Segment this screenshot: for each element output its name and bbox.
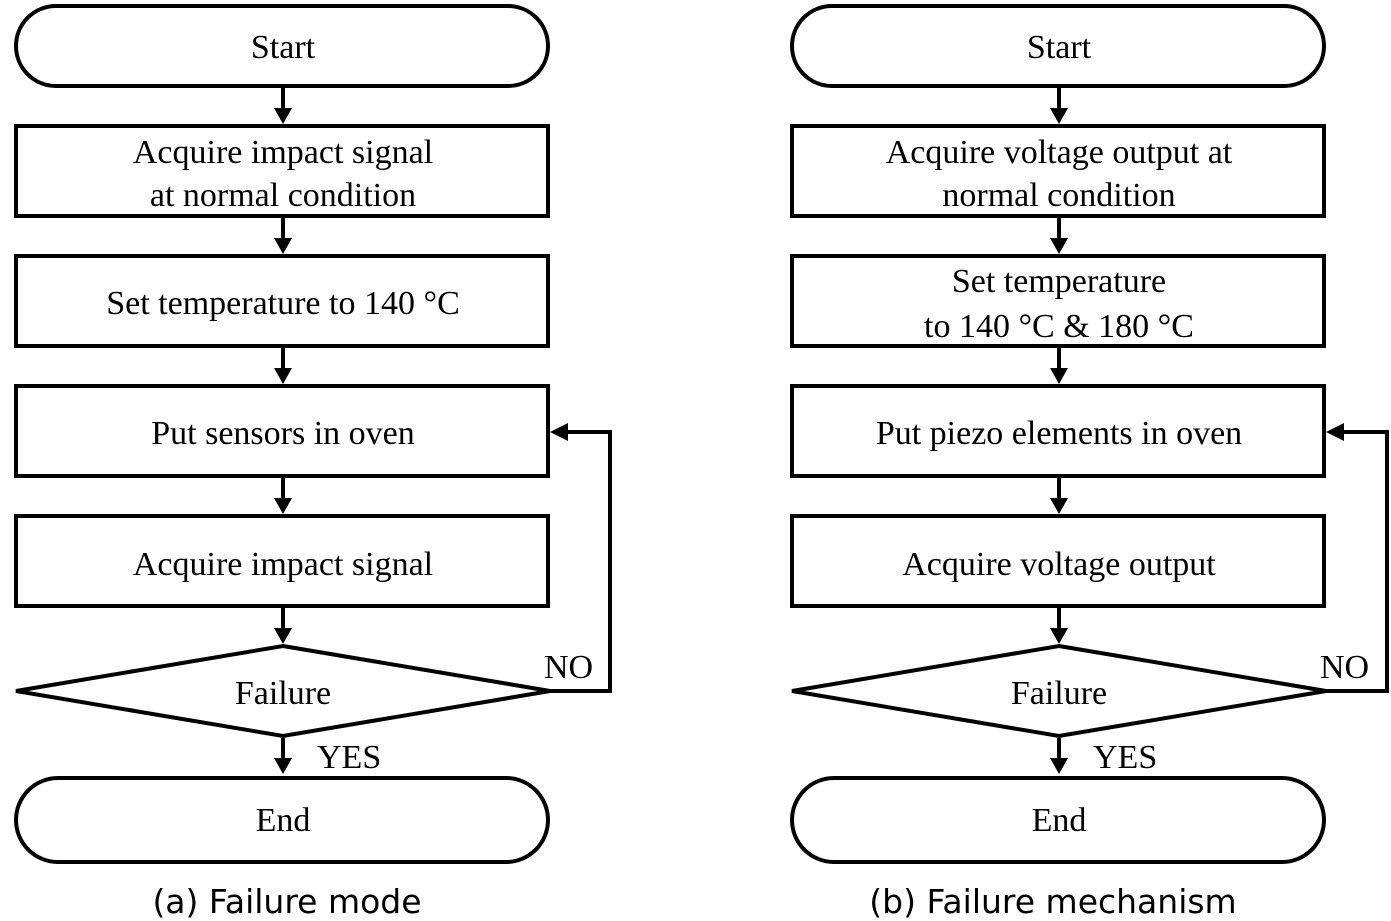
start-terminator — [790, 4, 1326, 88]
process-acquire-signal — [14, 514, 550, 608]
decision-failure — [791, 643, 1327, 739]
process-put-in-oven-label: Put piezo elements in oven — [876, 415, 1242, 452]
process-set-temperature-label: Set temperature to 140 °C — [106, 285, 460, 322]
panel-caption: (a) Failure mode — [152, 882, 421, 921]
yes-branch-label: YES — [1093, 739, 1157, 776]
process-set-temperature-line2: to 140 °C & 180 °C — [924, 308, 1194, 345]
end-terminator — [14, 776, 550, 864]
process-acquire-baseline — [790, 124, 1326, 218]
process-acquire-baseline-line2: normal condition — [942, 177, 1175, 214]
panel-caption: (b) Failure mechanism — [869, 882, 1236, 921]
process-set-temperature — [790, 254, 1326, 348]
process-acquire-baseline-line1: Acquire voltage output at — [886, 134, 1233, 171]
start-label: Start — [1027, 29, 1092, 66]
start-terminator — [14, 4, 550, 88]
process-set-temperature — [14, 254, 550, 348]
process-acquire-output-label: Acquire voltage output — [902, 546, 1216, 583]
connectors — [274, 88, 612, 774]
decision-failure — [15, 643, 551, 739]
decision-failure-label: Failure — [1011, 675, 1107, 712]
process-put-in-oven — [14, 384, 550, 478]
flowchart-failure-mechanism: Start Acquire voltage output at normal c… — [790, 4, 1389, 921]
flowchart-failure-mode: Start Acquire impact signal at normal co… — [14, 4, 612, 921]
end-terminator — [790, 776, 1326, 864]
process-set-temperature-line1: Set temperature — [952, 263, 1166, 300]
end-label: End — [256, 802, 311, 839]
end-label: End — [1032, 802, 1087, 839]
start-label: Start — [251, 29, 316, 66]
process-acquire-baseline — [14, 124, 550, 218]
process-acquire-output — [790, 514, 1326, 608]
yes-branch-label: YES — [317, 739, 381, 776]
no-branch-label: NO — [1320, 649, 1369, 686]
process-acquire-signal-label: Acquire impact signal — [133, 546, 433, 583]
process-acquire-baseline-line1: Acquire impact signal — [133, 134, 433, 171]
connectors — [1050, 88, 1389, 774]
process-put-in-oven-label: Put sensors in oven — [151, 415, 415, 452]
process-put-in-oven — [790, 384, 1326, 478]
no-branch-label: NO — [544, 649, 593, 686]
decision-failure-label: Failure — [235, 675, 331, 712]
process-acquire-baseline-line2: at normal condition — [150, 177, 416, 214]
